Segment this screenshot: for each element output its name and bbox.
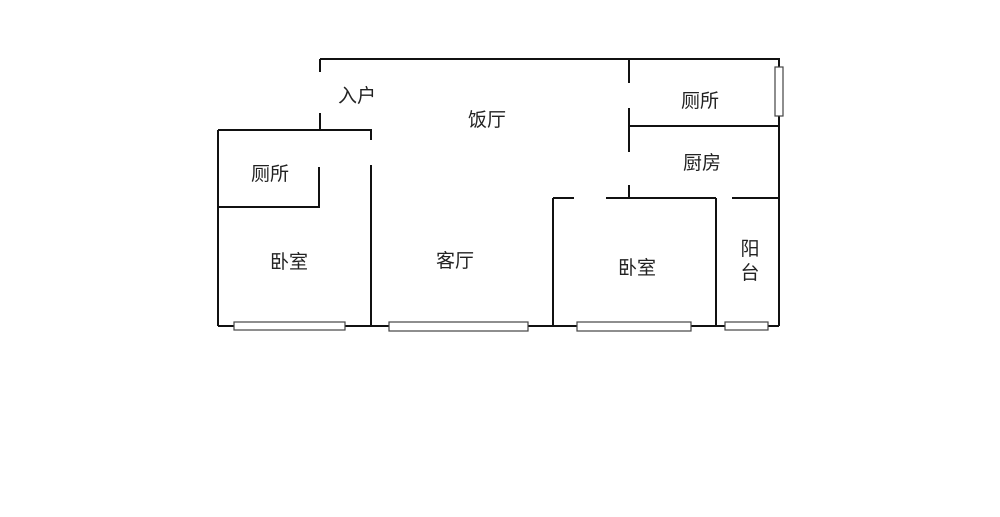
left-upper-wall	[218, 129, 372, 326]
label-living: 客厅	[436, 250, 474, 272]
label-entry: 入户	[338, 85, 376, 107]
window-right	[774, 66, 784, 117]
label-toilet-right: 厕所	[681, 90, 719, 112]
label-kitchen: 厨房	[683, 152, 721, 174]
windows	[233, 66, 784, 332]
window-living	[388, 321, 529, 332]
label-balcony-1: 阳	[740, 238, 759, 260]
kitchen-divider	[628, 59, 779, 198]
window-bedroom-right	[576, 321, 692, 332]
label-bedroom-right: 卧室	[618, 257, 656, 279]
label-toilet-left: 厕所	[251, 163, 289, 185]
toilet-left-walls	[218, 167, 320, 208]
bedroom-right-walls	[552, 197, 779, 326]
label-bedroom-left: 卧室	[270, 251, 308, 273]
window-balcony	[724, 321, 769, 331]
top-wall	[320, 58, 780, 326]
window-bedroom-left	[233, 321, 346, 331]
room-labels: 入户 饭厅 厕所 厨房 厕所 卧室 客厅 卧室 阳 台	[251, 85, 760, 284]
label-dining: 饭厅	[468, 109, 506, 131]
label-balcony-2: 台	[740, 262, 759, 284]
